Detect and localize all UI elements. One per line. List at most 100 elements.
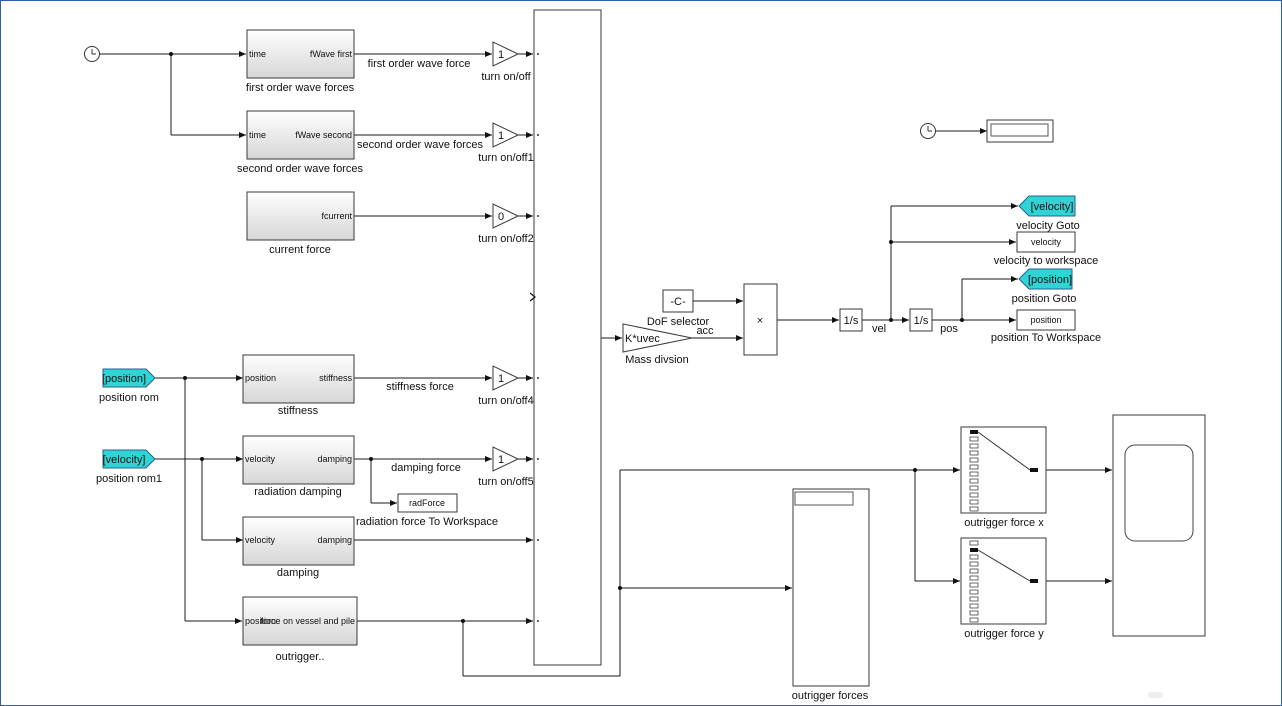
velocity-goto-tag[interactable]: [velocity] velocity Goto [1016,195,1080,232]
gain-value: 1 [498,454,504,466]
block-label: velocity to workspace [994,255,1099,267]
block-label: damping [277,567,319,579]
gain-value: 1 [498,373,504,385]
second-order-wave-forces-block[interactable]: time fWave second second order wave forc… [237,110,363,175]
tag-label: [velocity] [1031,201,1074,213]
port-label: fWave second [295,130,352,140]
block-label: DoF selector [647,316,710,328]
port-label: fWave first [310,49,353,59]
velocity-from-tag[interactable]: [velocity] position rom1 [96,449,162,485]
block-label: turn on/off2 [478,233,533,245]
signal-wires [100,51,1112,677]
integrator-block[interactable]: 1/s [839,308,863,332]
block-label: outrigger forces [792,690,869,702]
damping-block[interactable]: velocity damping damping [242,516,355,579]
mass-division-block[interactable]: K*uvec Mass divsion [622,323,693,366]
stiffness-block[interactable]: position stiffness stiffness [242,354,355,417]
gain-block[interactable]: 1 turn on/off5 [478,446,534,488]
gain-block[interactable]: 1 turn on/off1 [478,122,534,164]
signal-label: second order wave forces [357,139,483,151]
gain-block[interactable]: 1 turn on/off [481,41,532,83]
signal-label: pos [940,323,958,335]
signal-label: acc [696,325,714,337]
chevron-right-icon [529,292,536,302]
gain-block[interactable]: 0 turn on/off2 [478,203,534,245]
outrigger-forces-display[interactable]: outrigger forces [792,488,870,702]
signal-label: damping force [391,462,461,474]
block-value: 1/s [844,315,859,327]
tag-label: [position] [1028,274,1072,286]
gain-value: 1 [498,49,504,61]
port-label: velocity [245,535,276,545]
block-label: Mass divsion [625,354,689,366]
block-label: position rom1 [96,473,162,485]
port-label: velocity [245,454,276,464]
sum-block[interactable] [529,9,602,666]
port-label: damping [317,535,352,545]
first-order-wave-forces-block[interactable]: time fWave first first order wave forces [246,29,355,94]
canvas-badge [1148,692,1163,698]
block-value: position [1030,315,1061,325]
outrigger-block[interactable]: position force on vessel and pile outrig… [242,596,358,663]
block-label: turn on/off [481,71,531,83]
dof-selector-block[interactable]: -C- DoF selector [647,289,710,328]
clock-icon[interactable] [84,46,100,62]
scope-block[interactable] [1112,414,1206,637]
block-label: position To Workspace [991,332,1101,344]
block-label: outrigger force y [964,628,1044,640]
block-label: position Goto [1012,293,1077,305]
clock-icon[interactable] [920,123,936,139]
gain-block[interactable]: 1 turn on/off4 [478,365,534,407]
outrigger-force-x-selector[interactable]: outrigger force x [960,426,1047,529]
tag-label: [velocity] [103,454,146,466]
signal-label: vel [872,323,886,335]
block-value: × [757,315,763,327]
position-workspace-block[interactable]: position position To Workspace [991,309,1101,344]
gain-value: 0 [498,211,504,223]
product-block[interactable]: × [743,283,778,356]
gain-value: 1 [498,130,504,142]
port-label: position [245,616,276,626]
block-label: radiation damping [254,486,341,498]
signal-labels: first order wave force second order wave… [357,58,958,474]
block-value: K*uvec [625,333,660,345]
block-label: turn on/off5 [478,476,533,488]
port-label: time [249,49,266,59]
port-label: position [245,373,276,383]
block-label: first order wave forces [246,82,355,94]
velocity-workspace-block[interactable]: velocity velocity to workspace [994,231,1099,267]
block-value: radForce [409,498,445,508]
block-label: outrigger force x [964,517,1044,529]
port-label: damping [317,454,352,464]
block-label: velocity Goto [1016,220,1080,232]
junction-dots [169,52,964,623]
block-value: -C- [670,296,686,308]
block-label: current force [269,244,331,256]
port-label: stiffness [319,373,352,383]
port-label: fcurrent [321,211,352,221]
block-value: 1/s [914,315,929,327]
block-value: velocity [1031,237,1062,247]
signal-label: first order wave force [368,58,471,70]
display-block[interactable] [986,119,1054,143]
port-label: time [249,130,266,140]
input-port-markers [537,53,539,622]
position-from-tag[interactable]: [position] position rom [99,368,159,404]
signal-label: stiffness force [386,381,454,393]
radiation-damping-block[interactable]: velocity damping radiation damping [242,435,355,498]
block-label: stiffness [278,405,319,417]
outrigger-force-y-selector[interactable]: outrigger force y [960,537,1047,640]
block-label: radiation force To Workspace [356,516,498,528]
tag-label: [position] [102,373,146,385]
integrator-block[interactable]: 1/s [909,308,933,332]
radforce-workspace-block[interactable]: radForce radiation force To Workspace [356,493,498,528]
block-label: turn on/off4 [478,395,533,407]
block-label: position rom [99,392,159,404]
block-label: outrigger.. [276,651,325,663]
block-label: turn on/off1 [478,152,533,164]
position-goto-tag[interactable]: [position] position Goto [1012,268,1077,305]
current-force-block[interactable]: fcurrent current force [246,191,355,256]
port-label: force on vessel and pile [260,616,355,626]
block-label: second order wave forces [237,163,363,175]
